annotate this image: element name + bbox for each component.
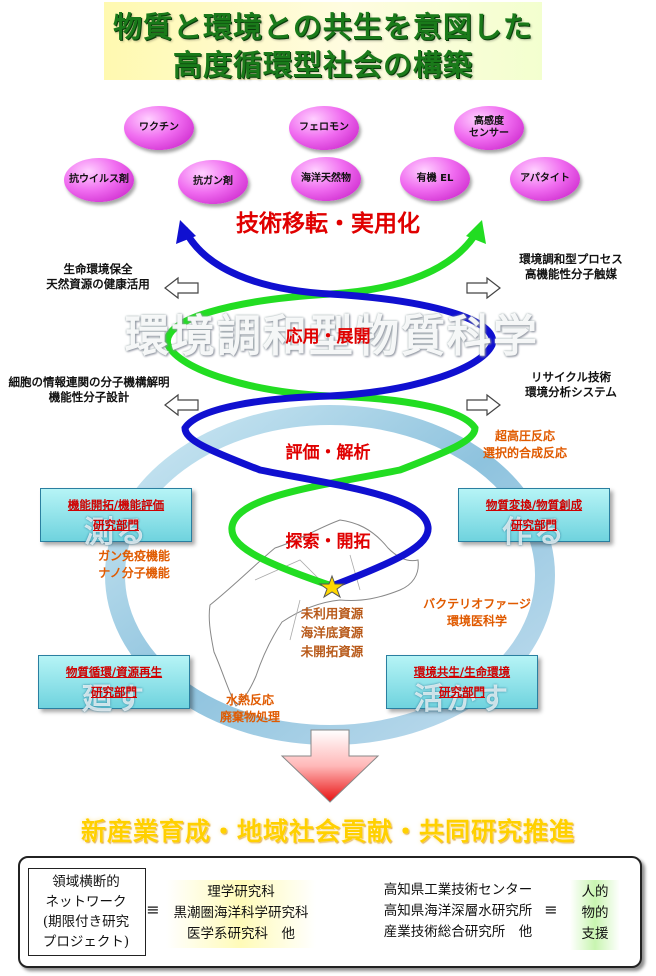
division-title: 機能開拓/機能評価 <box>67 498 165 512</box>
title-line-1: 物質と環境との共生を意図した <box>113 10 533 44</box>
outcome-left-lower: 細胞の情報連関の分子機構解明 機能性分子設計 <box>0 375 178 405</box>
support-item: 支援 <box>581 926 609 942</box>
outcome-line: リサイクル技術 <box>531 370 611 384</box>
support-highlight <box>570 880 620 950</box>
arrow-left-lower <box>164 393 199 417</box>
conclusion-banner: 新産業育成・地域社会貢献・共同研究推進 <box>80 817 575 846</box>
topic-high-pressure: 超高圧反応 選択的合成反応 <box>462 428 588 462</box>
division-subtitle: 研究部門 <box>91 685 137 699</box>
division-subtitle: 研究部門 <box>439 685 485 699</box>
division-subtitle: 研究部門 <box>511 518 557 532</box>
outcome-line: 細胞の情報連関の分子機構解明 <box>8 375 170 389</box>
outcome-line: 生命環境保全 <box>63 262 133 276</box>
institute-list: 高知県工業技術センター 高知県海洋深層水研究所 産業技術総合研究所 他 <box>370 880 546 943</box>
faculty-list: 理学研究科 黒潮圏海洋科学研究科 医学系研究科 他 <box>158 882 324 945</box>
arrow-right-upper <box>466 276 501 300</box>
bubble-pheromone: フェロモン <box>289 106 359 150</box>
topic-line: 廃棄物処理 <box>219 710 280 724</box>
topic-hydrothermal: 水熱反応 廃棄物処理 <box>192 692 308 726</box>
division-utilize: 活かす 環境共生/生命環境 研究部門 <box>386 655 538 717</box>
topic-line: 環境医科学 <box>446 614 507 628</box>
division-title: 物質循環/資源再生 <box>65 665 163 679</box>
division-measure: 測る 機能開拓/機能評価 研究部門 <box>40 488 192 550</box>
resource-item: 海洋底資源 <box>300 625 364 640</box>
blue-spiral <box>181 226 497 590</box>
outcome-left-upper: 生命環境保全 天然資源の健康活用 <box>28 262 168 292</box>
faculty-highlight <box>166 880 316 948</box>
network-line: ネットワーク <box>45 894 127 910</box>
bubble-marine-natural: 海洋天然物 <box>291 157 361 201</box>
equiv-sign-right: ≡ <box>544 900 558 919</box>
origin-star <box>318 574 346 599</box>
tech-transfer-label: 技術移転・実用化 <box>236 211 420 237</box>
division-create: 作る 物質変換/物質創成 研究部門 <box>458 488 610 550</box>
stage-evaluate: 評価・解析 <box>285 443 371 463</box>
outcome-line: 環境調和型プロセス <box>519 252 623 266</box>
bubble-antiviral: 抗ウイルス剤 <box>64 158 134 202</box>
topic-line: バクテリオファージ <box>423 597 531 611</box>
arrow-right-lower <box>466 393 501 417</box>
green-arrowhead <box>466 220 486 244</box>
kochi-map <box>208 519 419 707</box>
topic-line: ガン免疫機能 <box>97 549 170 563</box>
network-line: プロジェクト) <box>42 934 130 950</box>
outcome-line: 環境分析システム <box>525 385 617 399</box>
equiv-sign-left: ≡ <box>146 900 160 919</box>
division-ghost-text: 廻す <box>82 682 146 717</box>
bubble-sensor: 高感度 センサー <box>454 106 524 150</box>
institute-item: 産業技術総合研究所 他 <box>383 924 533 940</box>
watermark-text: 環境調和型物質科学 <box>125 311 539 362</box>
arrow-left-upper <box>164 276 199 300</box>
network-line: 領域横断的 <box>52 874 120 890</box>
faculty-item: 医学系研究科 他 <box>187 926 295 942</box>
bubble-vaccine: ワクチン <box>124 106 194 150</box>
down-arrow <box>280 729 380 803</box>
outcome-line: 天然資源の健康活用 <box>46 277 150 291</box>
topic-line: 選択的合成反応 <box>482 446 567 460</box>
topic-phage: バクテリオファージ 環境医科学 <box>402 596 552 630</box>
support-item: 人的 <box>581 884 609 900</box>
title-banner: 物質と環境との共生を意図した 高度循環型社会の構築 <box>104 2 542 82</box>
network-line: (期限付き研究 <box>42 914 130 930</box>
division-subtitle: 研究部門 <box>93 518 139 532</box>
outcome-right-lower: リサイクル技術 環境分析システム <box>506 370 636 400</box>
topic-line: 超高圧反応 <box>494 429 555 443</box>
resource-item: 未開拓資源 <box>300 644 364 659</box>
stage-explore: 探索・開拓 <box>285 532 371 552</box>
institute-item: 高知県海洋深層水研究所 <box>383 903 533 919</box>
institute-item: 高知県工業技術センター <box>383 882 533 898</box>
bubble-anticancer: 抗ガン剤 <box>178 160 248 204</box>
division-title: 物質変換/物質創成 <box>485 498 583 512</box>
blue-arrowhead <box>176 220 196 244</box>
support-list: 人的 物的 支援 <box>568 882 622 945</box>
division-ghost-text: 作る <box>502 515 566 550</box>
support-item: 物的 <box>581 905 609 921</box>
bubble-apatite: アパタイト <box>510 157 580 201</box>
outcome-line: 高機能性分子触媒 <box>525 267 617 281</box>
title-line-2: 高度循環型社会の構築 <box>172 48 473 82</box>
outcome-right-upper: 環境調和型プロセス 高機能性分子触媒 <box>496 252 646 282</box>
topic-cancer-immunity: ガン免疫機能 ナノ分子機能 <box>76 548 192 582</box>
division-ghost-text: 測る <box>84 515 148 550</box>
network-text: 領域横断的 ネットワーク (期限付き研究 プロジェクト) <box>28 872 144 952</box>
topic-line: ナノ分子機能 <box>98 566 170 580</box>
network-box <box>28 868 146 956</box>
stage-apply: 応用・展開 <box>285 327 371 347</box>
bubble-organic-el: 有機 EL <box>400 157 470 201</box>
division-title: 環境共生/生命環境 <box>413 665 511 679</box>
faculty-item: 理学研究科 <box>207 884 275 900</box>
collaboration-panel: 領域横断的 ネットワーク (期限付き研究 プロジェクト) ≡ 理学研究科 黒潮圏… <box>18 856 642 968</box>
faculty-item: 黒潮圏海洋科学研究科 <box>173 905 309 921</box>
resource-list: 未利用資源 海洋底資源 未開拓資源 <box>282 604 382 661</box>
topic-line: 水熱反応 <box>225 693 274 707</box>
division-ghost-text: 活かす <box>414 682 510 717</box>
resource-item: 未利用資源 <box>300 606 364 621</box>
outcome-line: 機能性分子設計 <box>48 390 130 404</box>
division-circulate: 廻す 物質循環/資源再生 研究部門 <box>38 655 190 717</box>
